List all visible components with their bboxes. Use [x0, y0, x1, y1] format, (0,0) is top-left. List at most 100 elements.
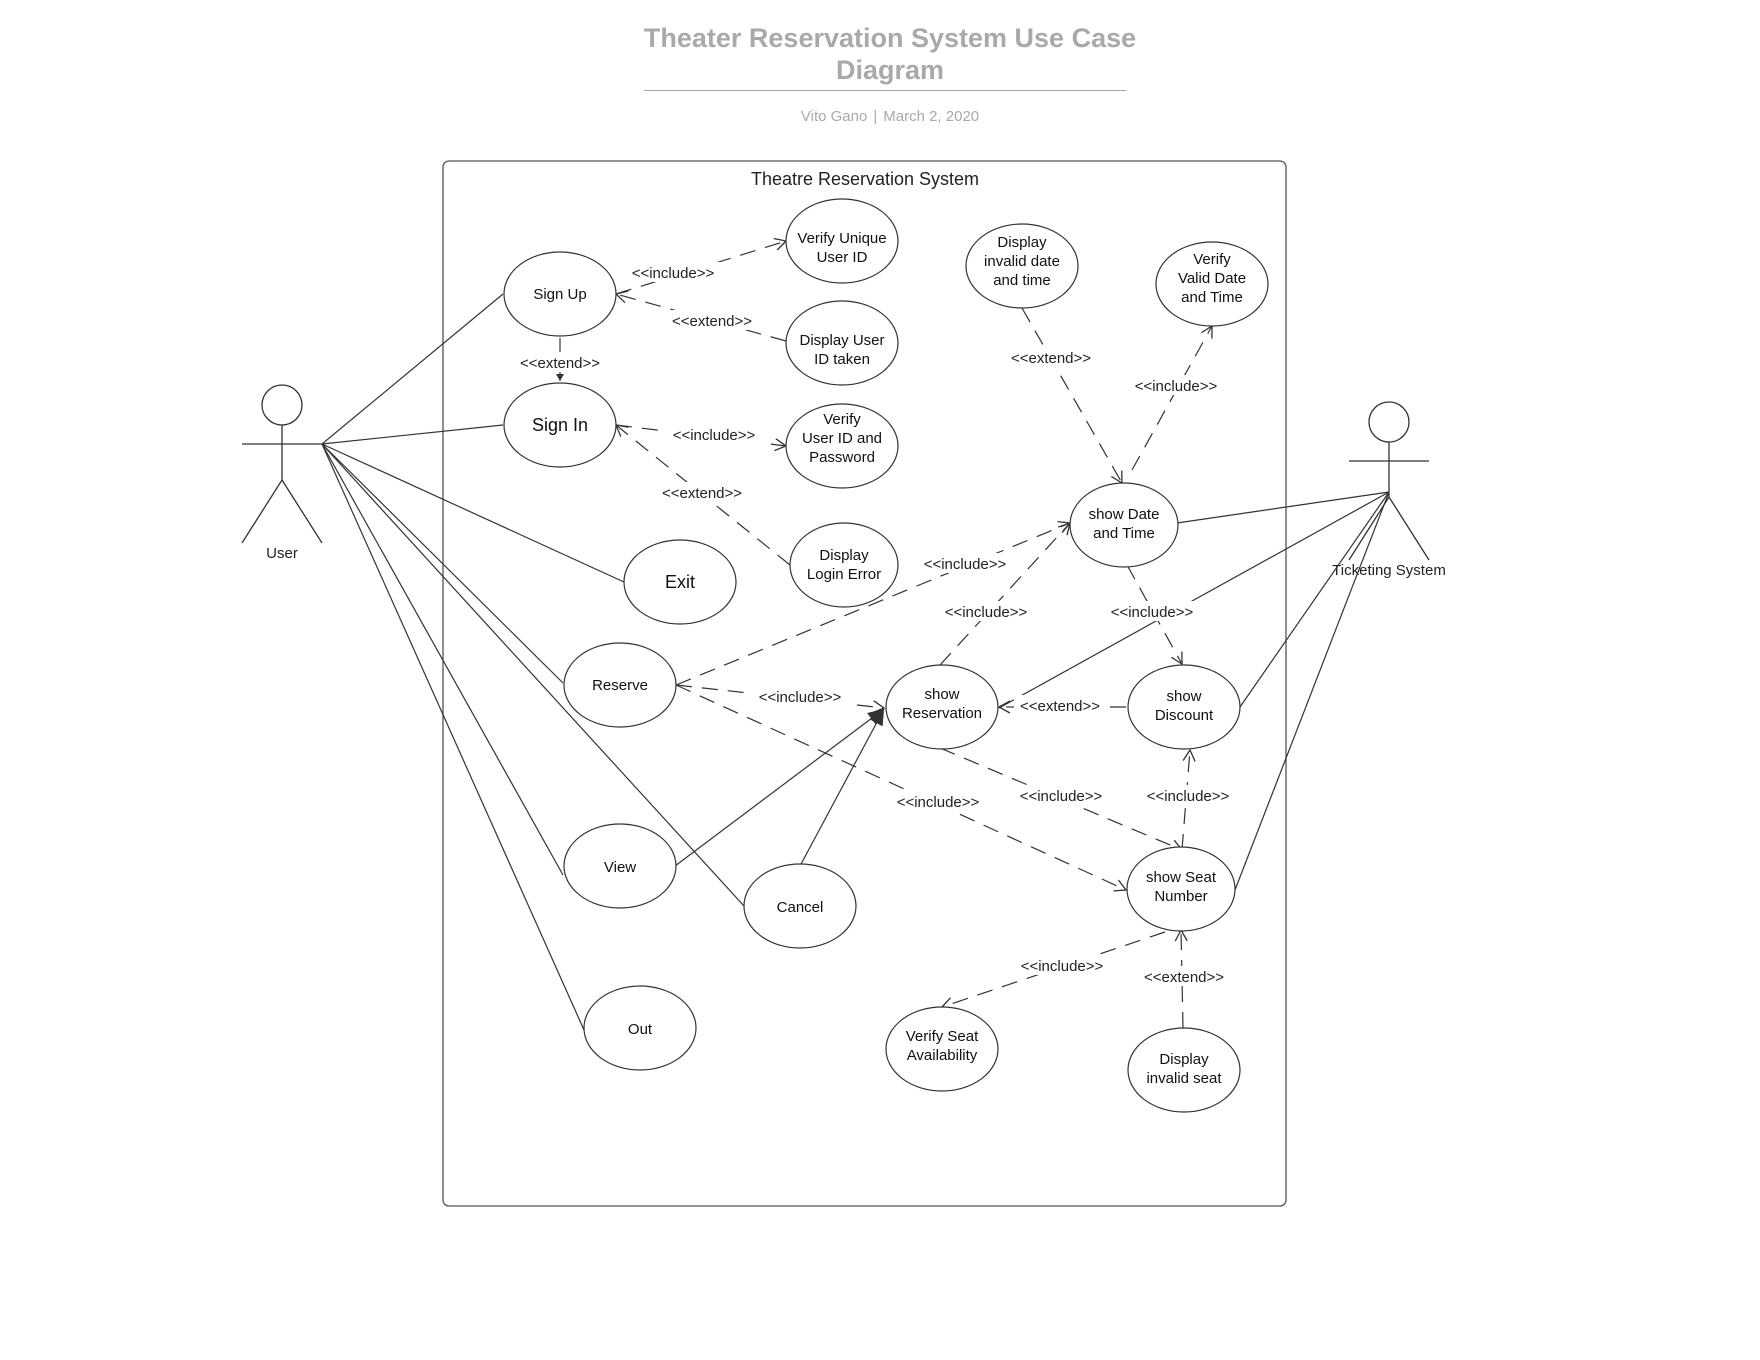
system-boundary [442, 160, 1287, 1207]
label-extend-4: <<extend>> [1011, 350, 1091, 367]
dep-invalid-date-show-date [1021, 307, 1123, 485]
uc-cancel-line-1: Cancel [777, 899, 824, 916]
uc-exit-line-1: Exit [665, 572, 695, 592]
uc-reserve-line-1: Reserve [592, 677, 648, 694]
uc-id-taken-line-1: Display User [799, 332, 884, 349]
use-case-out[interactable]: Out [583, 985, 697, 1071]
uc-invalid-seat-line-1: Display [1159, 1051, 1209, 1068]
label-include-3: <<include>> [1135, 378, 1218, 395]
assoc-user-out [321, 443, 585, 1031]
uc-valid-date-line-1: Verify [1193, 251, 1231, 268]
label-include-11: <<include>> [1021, 958, 1104, 975]
svg-text:Sign Up: Sign Up [533, 286, 586, 303]
dep-reserve-show-seat [675, 684, 1128, 892]
uc-verify-pw-line-3: Password [809, 449, 875, 466]
assoc-ts-show-date-time [1176, 491, 1390, 524]
uc-login-error-line-1: Display [819, 547, 869, 564]
uc-view-line-1: View [604, 859, 636, 876]
dep-invalid-seat-show-seat [1174, 928, 1188, 1029]
uc-show-seat-line-2: Number [1154, 888, 1207, 905]
uc-show-date-line-2: and Time [1093, 525, 1155, 542]
date: March 2, 2020 [883, 108, 980, 125]
label-include-6: <<include>> [1111, 604, 1194, 621]
assoc-user-view [321, 443, 564, 876]
diagram-title: Theater Reservation System Use Case Diag… [643, 23, 1137, 85]
label-include-9: <<include>> [1147, 788, 1230, 805]
uc-verify-pw-line-2: User ID and [802, 430, 882, 447]
uc-invalid-date-line-1: Display [997, 234, 1047, 251]
uc-invalid-date-line-3: and time [993, 272, 1051, 289]
stereotype-labels: <<include>> <<extend>> <<extend>> <<incl… [514, 262, 1236, 986]
label-extend-6: <<extend>> [1144, 969, 1224, 986]
actor-user-label: User [266, 545, 298, 562]
use-case-cancel[interactable]: Cancel [743, 863, 857, 949]
system-name: Theatre Reservation System [751, 169, 979, 189]
svg-text:Cancel: Cancel [777, 899, 824, 916]
dep-show-seat-show-discount [1181, 748, 1196, 851]
solid-relations [674, 708, 885, 867]
label-extend-5: <<extend>> [1020, 698, 1100, 715]
byline: Vito Gano|March 2, 2020 [640, 108, 1140, 125]
svg-text:Out: Out [628, 1021, 653, 1038]
use-case-exit[interactable]: Exit [623, 539, 737, 625]
uc-show-seat-line-1: show Seat [1146, 869, 1217, 886]
svg-text:Sign In: Sign In [532, 415, 588, 435]
actor-ticketing-system[interactable] [1348, 401, 1430, 561]
uc-valid-date-line-2: Valid Date [1178, 270, 1246, 287]
uc-show-discount-line-1: show [1166, 688, 1201, 705]
dep-show-date-verify-valid [1131, 324, 1213, 471]
label-include-10: <<include>> [897, 794, 980, 811]
assoc-user-reserve [321, 443, 564, 684]
use-case-reserve[interactable]: Reserve [563, 642, 677, 728]
use-case-sign-in[interactable]: Sign In [503, 382, 617, 468]
uc-verify-seat-line-2: Availability [907, 1047, 978, 1064]
cancel-to-show-reservation [799, 708, 885, 867]
use-case-view[interactable]: View [563, 823, 677, 909]
dep-reserve-show-date [675, 520, 1072, 686]
assoc-user-cancel [321, 443, 745, 907]
assoc-ts-show-reservation [998, 491, 1390, 709]
uc-show-date-line-1: show Date [1089, 506, 1160, 523]
uc-valid-date-line-3: and Time [1181, 289, 1243, 306]
label-extend-1: <<extend>> [672, 313, 752, 330]
label-include-1: <<include>> [632, 265, 715, 282]
uc-verify-unique-line-2: User ID [817, 249, 868, 266]
assoc-ts-show-discount [1239, 491, 1390, 708]
title-underline [644, 90, 1126, 91]
label-include-4: <<include>> [924, 556, 1007, 573]
use-case-show-date-time[interactable]: show Date and Time [1069, 482, 1179, 568]
ticketing-associations [998, 491, 1390, 891]
use-case-sign-up[interactable]: Sign Up [503, 251, 617, 337]
uc-show-reservation-line-1: show [924, 686, 959, 703]
label-include-5: <<include>> [945, 604, 1028, 621]
uc-sign-up-line-1: Sign Up [533, 286, 586, 303]
uc-id-taken-line-2: ID taken [814, 351, 870, 368]
actor-user[interactable] [241, 384, 323, 544]
uc-invalid-seat-line-2: invalid seat [1146, 1070, 1222, 1087]
assoc-ts-show-seat [1234, 491, 1390, 891]
assoc-user-exit [321, 443, 625, 583]
use-case-display-invalid-seat[interactable]: Display invalid seat [1127, 1027, 1241, 1113]
use-case-display-user-id-taken[interactable]: Display User ID taken [785, 300, 899, 386]
uc-sign-in-line-1: Sign In [532, 415, 588, 435]
